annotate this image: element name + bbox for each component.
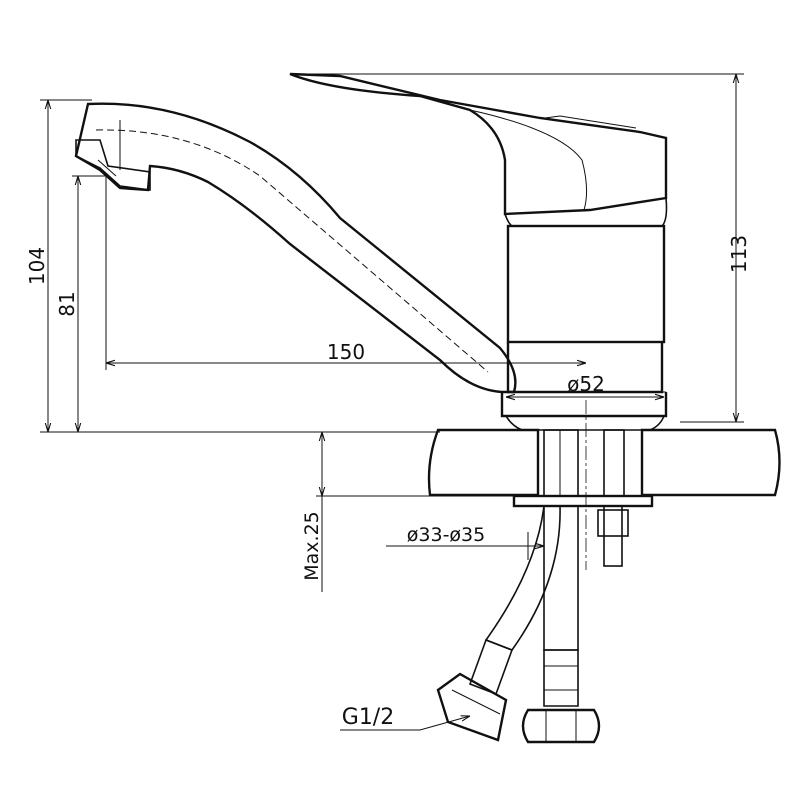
label-150: 150 (327, 340, 365, 364)
dimension-lines (40, 73, 744, 731)
countertop-right-slab (640, 428, 781, 497)
spout (74, 102, 517, 394)
hose-left-braid (484, 505, 561, 651)
hoses (436, 505, 601, 744)
base-flange (500, 392, 668, 418)
hose-left-nut-line (451, 689, 501, 715)
countertop-section (427, 428, 781, 497)
body-cylinder (506, 224, 666, 344)
label-52: ø52 (567, 372, 605, 396)
hose-right-nut (521, 708, 601, 744)
label-hole: ø33-ø35 (407, 524, 485, 546)
label-max25: Max.25 (301, 511, 323, 581)
label-104: 104 (25, 247, 49, 285)
faucet-body (289, 72, 668, 431)
spout-outline (74, 102, 517, 394)
aerator (75, 139, 151, 191)
label-113: 113 (727, 235, 751, 273)
washer-plate (512, 494, 654, 508)
hose-right-ferrule (543, 649, 579, 707)
hose-left-ferrule (468, 638, 514, 696)
lever-handle-curve (469, 109, 588, 211)
label-81: 81 (55, 291, 79, 316)
stud-nut (597, 509, 629, 537)
countertop-left-slab (427, 428, 540, 497)
mounting-hardware (512, 429, 654, 567)
label-thread: G1/2 (342, 705, 394, 730)
inlet-pipe-top (543, 429, 579, 497)
thread-leader (340, 716, 470, 731)
mounting-stud-upper (603, 429, 625, 497)
dimension-labels: 104 81 113 150 ø52 ø33-ø35 Max.25 G1/2 (25, 235, 751, 730)
lever-handle (289, 72, 668, 216)
hose-left-nut (436, 672, 508, 742)
aerator-line (97, 159, 117, 177)
lever-handle-detail (544, 115, 637, 129)
base-foot (505, 415, 665, 431)
